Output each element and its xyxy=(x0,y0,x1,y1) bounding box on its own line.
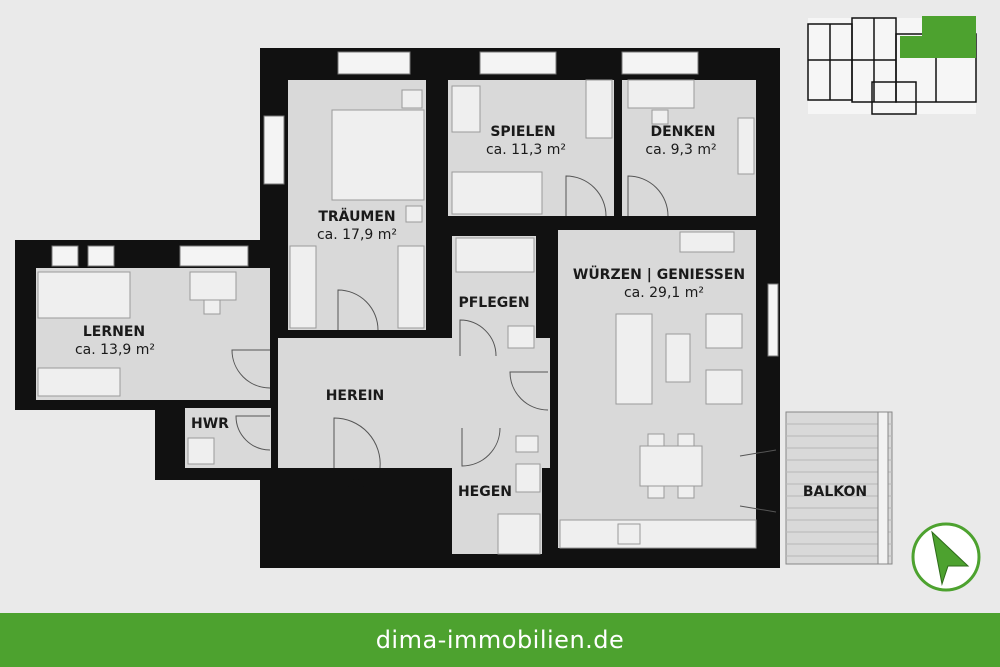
floorplan-drawing: TRÄUMEN ca. 17,9 m² SPIELEN ca. 11,3 m² … xyxy=(15,16,981,592)
label-herein-name: HEREIN xyxy=(326,388,385,404)
label-lernen-name: LERNEN xyxy=(83,324,145,340)
label-hwr-name: HWR xyxy=(191,416,229,432)
label-spielen-area: ca. 11,3 m² xyxy=(486,142,566,158)
shelf xyxy=(737,117,755,175)
footer-bar: dima-immobilien.de xyxy=(0,613,1000,667)
label-traeumen-name: TRÄUMEN xyxy=(318,208,395,225)
label-lernen-area: ca. 13,9 m² xyxy=(75,342,155,358)
bed-double xyxy=(331,109,425,201)
label-denken-area: ca. 9,3 m² xyxy=(645,142,716,158)
kitchen-counter xyxy=(559,519,757,549)
label-spielen-name: SPIELEN xyxy=(490,124,555,140)
north-arrow-icon xyxy=(911,522,981,592)
building-keyplan-icon xyxy=(807,16,977,115)
shelf xyxy=(585,79,613,139)
room-balkon xyxy=(785,411,893,565)
armchair xyxy=(705,369,743,405)
room-labels: TRÄUMEN ca. 17,9 m² SPIELEN ca. 11,3 m² … xyxy=(75,124,867,500)
balcony xyxy=(785,411,893,565)
desk xyxy=(189,271,237,301)
label-hegen-name: HEGEN xyxy=(458,484,512,500)
label-traeumen-area: ca. 17,9 m² xyxy=(317,227,397,243)
bed-single xyxy=(37,271,131,319)
wardrobe xyxy=(397,245,425,329)
label-pflegen-name: PFLEGEN xyxy=(458,295,529,311)
coffee-table xyxy=(665,333,691,383)
dining-table xyxy=(639,445,703,487)
doors xyxy=(231,175,777,513)
washing-machine xyxy=(187,437,215,465)
windows xyxy=(51,51,779,357)
armchair xyxy=(705,313,743,349)
wardrobe xyxy=(289,245,317,329)
sideboard xyxy=(679,231,735,253)
bathtub xyxy=(455,237,535,273)
desk xyxy=(627,79,695,109)
desk xyxy=(451,85,481,133)
label-balkon-name: BALKON xyxy=(803,484,867,500)
sofa xyxy=(615,313,653,405)
furniture xyxy=(37,79,757,555)
shelf xyxy=(37,367,121,397)
label-wuerzen-area: ca. 29,1 m² xyxy=(624,285,704,301)
label-wuerzen-name: WÜRZEN | GENIESSEN xyxy=(573,265,745,283)
entrance-triangle-icon xyxy=(346,476,366,490)
label-denken-name: DENKEN xyxy=(650,124,715,140)
footer-website[interactable]: dima-immobilien.de xyxy=(375,626,625,654)
bed-single xyxy=(451,171,543,215)
